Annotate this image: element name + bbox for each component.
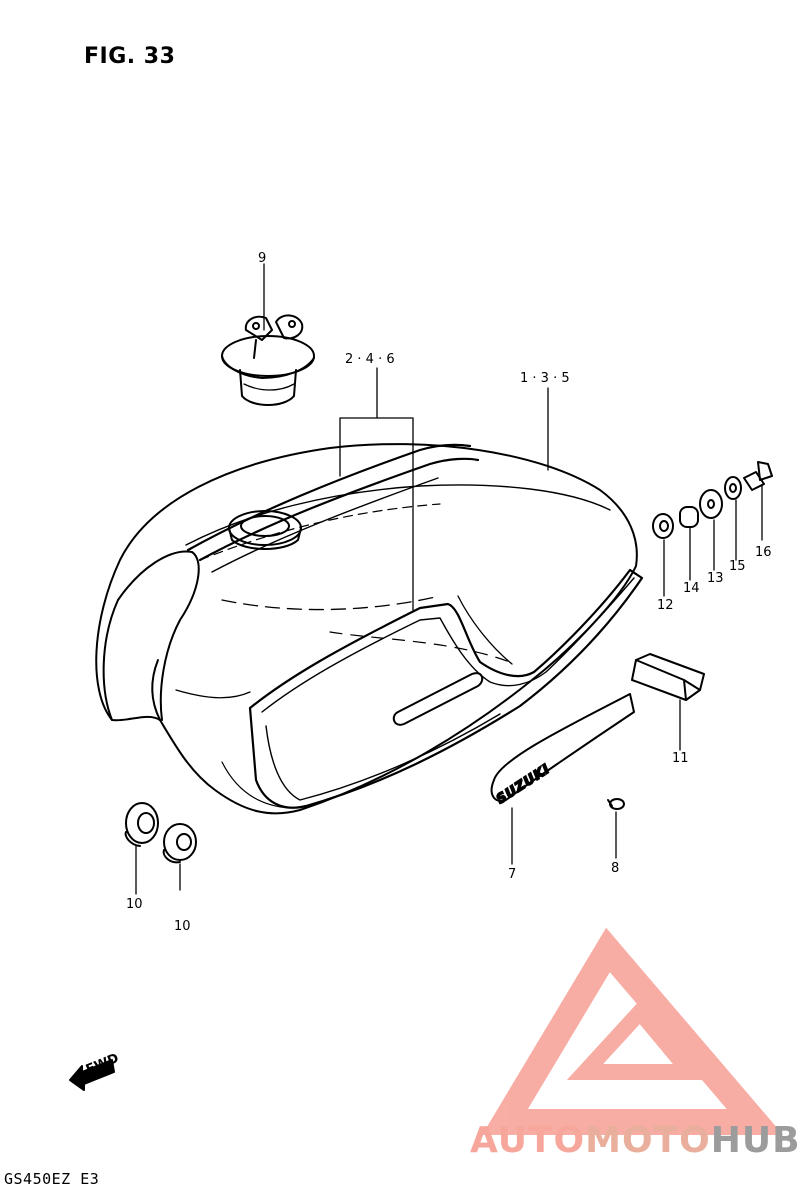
- side-stripe-panel: [248, 568, 644, 809]
- fuel-tank: [95, 443, 638, 815]
- cushion-12: [652, 513, 674, 539]
- screw-8: [607, 798, 625, 810]
- fuel-cap: [221, 314, 315, 406]
- brand-hub: HUB: [710, 1120, 800, 1161]
- callout-15: 15: [729, 559, 746, 574]
- watermark-brand: AUTOMOTOHUB: [470, 1120, 800, 1161]
- rubber-cushion-1: [124, 802, 159, 847]
- callout-labels: 9 2 · 4 · 6 1 · 3 · 5 12 14 13 15 16 11 …: [126, 251, 772, 934]
- emblem-7: [490, 693, 635, 802]
- callout-11: 11: [672, 751, 689, 766]
- model-code: GS450EZ E3: [4, 1170, 100, 1188]
- cushion-pad-11: [631, 653, 705, 701]
- callout-2-4-6: 2 · 4 · 6: [345, 352, 395, 367]
- brand-moto: MOTO: [585, 1120, 711, 1161]
- callout-10-b: 10: [174, 919, 191, 934]
- callout-16: 16: [755, 545, 772, 560]
- callout-1-3-5: 1 · 3 · 5: [520, 371, 570, 386]
- brand-auto: AUTO: [470, 1120, 586, 1161]
- filler-neck: [228, 510, 302, 550]
- forward-direction-arrow: [69, 1059, 115, 1091]
- callout-13: 13: [707, 571, 724, 586]
- callout-7: 7: [508, 867, 516, 882]
- top-stripe: [186, 443, 480, 573]
- callout-8: 8: [611, 861, 619, 876]
- callout-9: 9: [258, 251, 266, 266]
- spacer-14: [679, 506, 699, 528]
- bolt-16: [743, 461, 773, 491]
- callout-10-a: 10: [126, 897, 143, 912]
- rubber-cushion-2: [162, 823, 197, 864]
- callout-14: 14: [683, 581, 700, 596]
- callout-12: 12: [657, 598, 674, 613]
- figure-title: FIG. 33: [84, 44, 176, 69]
- washer-13: [699, 489, 723, 519]
- washer-15: [724, 476, 742, 500]
- watermark-logo: [482, 927, 784, 1135]
- leader-lines: [135, 263, 763, 895]
